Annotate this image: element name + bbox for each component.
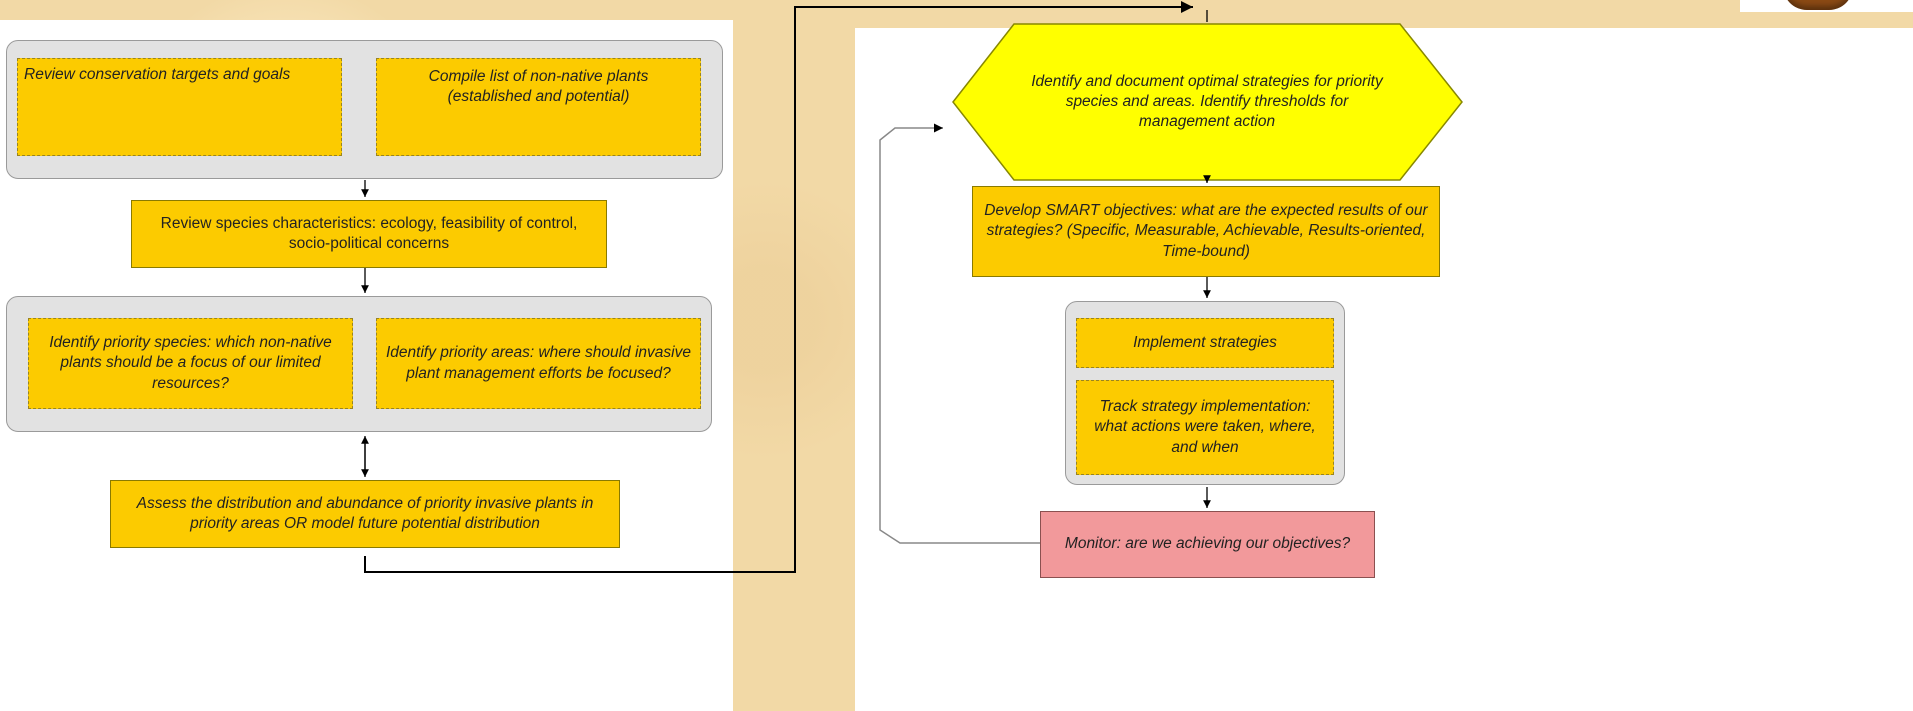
review-targets-text: Review conservation targets and goals [24, 66, 291, 83]
compile-list-text: Compile list of non-native plants (estab… [428, 68, 649, 106]
corner-banner [1740, 0, 1913, 12]
review-species-text: Review species characteristics: ecology,… [160, 214, 578, 252]
compile-list-box: Compile list of non-native plants (estab… [376, 58, 701, 156]
priority-species-text: Identify priority species: which non-nat… [49, 334, 332, 392]
monitor-box: Monitor: are we achieving our objectives… [1040, 511, 1375, 578]
identify-strategies-text-box: Identify and document optimal strategies… [1030, 24, 1384, 180]
review-targets-box: Review conservation targets and goals [17, 58, 342, 156]
track-text: Track strategy implementation: what acti… [1094, 398, 1316, 456]
arrow-monitor-feedback [879, 123, 1040, 544]
implement-box: Implement strategies [1076, 318, 1334, 368]
smart-objectives-text: Develop SMART objectives: what are the e… [984, 202, 1428, 260]
decision-hexagon [952, 23, 1463, 181]
logo-icon [1783, 0, 1853, 10]
review-species-box: Review species characteristics: ecology,… [131, 200, 607, 268]
implement-text: Implement strategies [1133, 333, 1277, 351]
priority-areas-text: Identify priority areas: where should in… [386, 344, 691, 382]
smart-objectives-box: Develop SMART objectives: what are the e… [972, 186, 1440, 277]
assess-distribution-text: Assess the distribution and abundance of… [136, 494, 594, 532]
track-box: Track strategy implementation: what acti… [1076, 380, 1334, 475]
arrow-assess-to-strategies [364, 1, 1193, 573]
priority-species-box: Identify priority species: which non-nat… [28, 318, 353, 409]
assess-distribution-box: Assess the distribution and abundance of… [110, 480, 620, 548]
priority-areas-box: Identify priority areas: where should in… [376, 318, 701, 409]
identify-strategies-text: Identify and document optimal strategies… [1031, 72, 1383, 131]
monitor-text: Monitor: are we achieving our objectives… [1064, 535, 1351, 553]
